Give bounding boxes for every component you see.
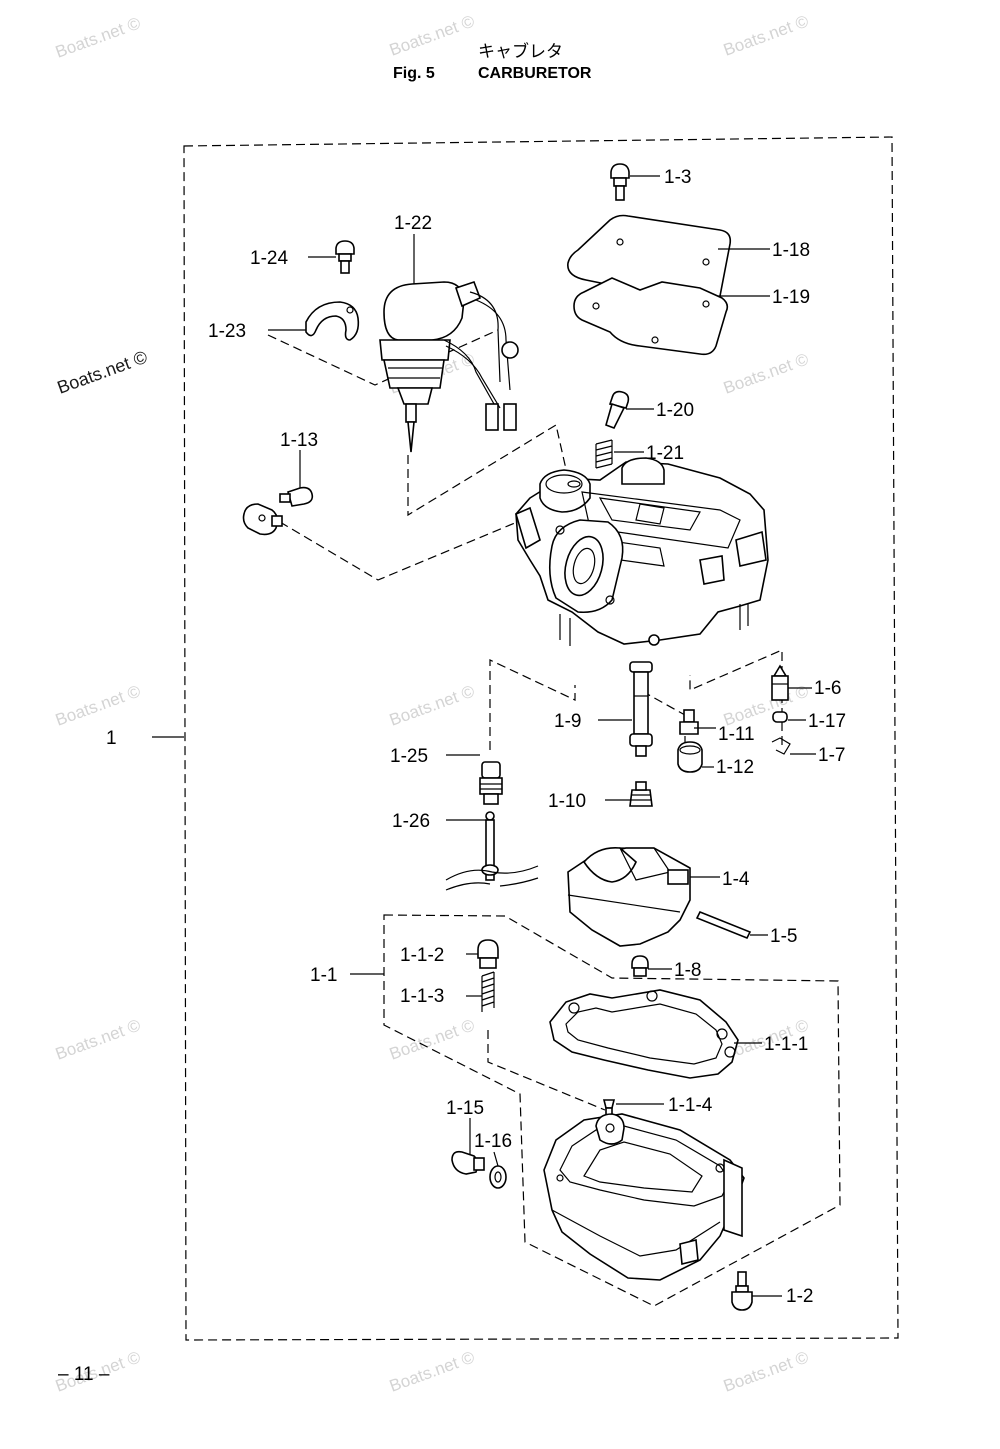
watermark-15: Boats.net © [721, 1347, 812, 1395]
watermark-2: Boats.net © [387, 11, 478, 59]
figure-title: CARBURETOR [478, 65, 592, 82]
label-1-15: 1-15 [446, 1098, 484, 1119]
watermark-7: Boats.net © [53, 681, 144, 729]
label-1-9: 1-9 [554, 711, 581, 732]
label-1-12: 1-12 [716, 757, 754, 778]
label-1-2: 1-2 [786, 1286, 813, 1307]
label-1-17: 1-17 [808, 711, 846, 732]
washer-1-16 [489, 1165, 507, 1189]
label-1-18: 1-18 [772, 240, 810, 261]
float-clip-1-7 [771, 737, 791, 755]
label-1-5: 1-5 [770, 926, 797, 947]
pilot-screw-spring [595, 439, 613, 469]
label-1-22: 1-22 [394, 213, 432, 234]
needle-valve-1-6 [771, 664, 789, 701]
page-number: – 11 – [58, 1364, 110, 1385]
assembly-boundary [183, 136, 899, 1341]
watermark-10: Boats.net © [53, 1015, 144, 1063]
label-1-1: 1-1 [310, 965, 337, 986]
watermark-1: Boats.net © [53, 13, 144, 61]
top-cover-gasket [573, 277, 729, 356]
retaining-clip [305, 301, 360, 341]
screw-1-2 [731, 1271, 753, 1311]
float-1-4 [567, 846, 691, 947]
label-1-19: 1-19 [772, 287, 810, 308]
label-1-1-2: 1-1-2 [400, 945, 444, 966]
alignment-lines [267, 329, 783, 1111]
label-1-13: 1-13 [280, 430, 318, 451]
screw-1-13 [279, 486, 314, 507]
label-1-7: 1-7 [818, 745, 845, 766]
label-1-10: 1-10 [548, 791, 586, 812]
watermark-8: Boats.net © [387, 681, 478, 729]
label-1-6: 1-6 [814, 678, 841, 699]
throttle-link-joint [242, 503, 283, 536]
label-1-20: 1-20 [656, 400, 694, 421]
watermark-11: Boats.net © [387, 1015, 478, 1063]
main-jet-1-10 [629, 781, 653, 807]
label-1: 1 [106, 728, 117, 749]
watermark-6: Boats.net © [721, 349, 812, 397]
emulsion-jet-1-25 [479, 761, 503, 805]
label-1-3: 1-3 [664, 167, 691, 188]
label-1-16: 1-16 [474, 1131, 512, 1152]
screw-1-3 [610, 163, 630, 201]
main-nozzle-1-9 [629, 661, 653, 757]
needle-1-26 [445, 811, 539, 891]
float-bowl-subassembly-boundary [383, 914, 841, 1307]
screw-1-8 [631, 955, 649, 977]
pilot-jet-1-11 [679, 709, 699, 735]
label-1-1-3: 1-1-3 [400, 986, 444, 1007]
plug-1-12 [677, 741, 703, 773]
label-1-8: 1-8 [674, 960, 701, 981]
fuel-cut-solenoid [379, 280, 519, 453]
label-1-4: 1-4 [722, 869, 750, 890]
screw-1-24 [335, 240, 355, 274]
pilot-screw [605, 390, 630, 430]
watermark-3: Boats.net © [721, 11, 812, 59]
callout-labels: 1-3 1-22 1-18 1-24 1-19 1-23 1-20 1-13 1… [106, 167, 846, 1307]
title-japanese: キャブレタ [478, 41, 563, 62]
label-1-25: 1-25 [390, 746, 428, 767]
drain-screw-1-15 [451, 1150, 485, 1175]
needle-valve-clip-1-17 [772, 711, 788, 723]
label-1-11: 1-11 [718, 724, 755, 745]
float-pin-1-5 [695, 910, 752, 940]
watermark-14: Boats.net © [387, 1347, 478, 1395]
label-1-1-1: 1-1-1 [764, 1034, 808, 1055]
label-1-1-4: 1-1-4 [668, 1095, 713, 1116]
figure-number: Fig. 5 [393, 65, 435, 82]
label-1-24: 1-24 [250, 248, 288, 269]
label-1-23: 1-23 [208, 321, 246, 342]
label-1-21: 1-21 [646, 443, 684, 464]
float-bowl [543, 1113, 745, 1281]
spring-1-1-3 [481, 971, 495, 1012]
drain-screw-1-1-2 [477, 939, 499, 969]
label-1-26: 1-26 [392, 811, 430, 832]
watermark-4: Boats.net © [55, 347, 150, 398]
carburetor-body [515, 457, 769, 646]
float-bowl-gasket [549, 989, 739, 1079]
leader-lines [152, 175, 816, 1297]
